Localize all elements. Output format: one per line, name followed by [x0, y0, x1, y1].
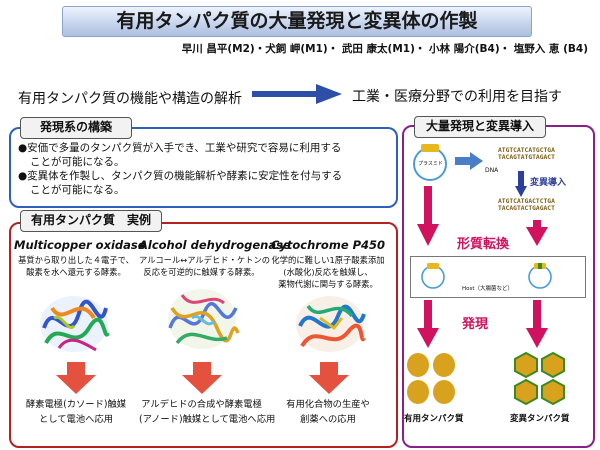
bullet-line: ことが可能になる。: [30, 184, 125, 196]
host-cell-box: [410, 256, 586, 298]
protein-product-icon: [407, 353, 455, 404]
mutant-protein-product-icon: [514, 352, 565, 406]
transformation-label: 形質転換: [457, 237, 510, 252]
down-arrow-icon: [417, 186, 439, 246]
expression-section-title: 発現系の構築: [20, 117, 132, 139]
bullet-dot: ●: [18, 170, 28, 182]
goal-heading: 工業・医療分野での利用を目指す: [352, 89, 562, 105]
down-arrow-icon: [309, 362, 349, 394]
bullet-item: ●安価で多量のタンパク質が入手でき、工業や研究で容易に利用する ことが可能になる…: [18, 141, 341, 169]
protein-name: Multicopper oxidase: [14, 238, 146, 252]
flow-arrow-icon: [252, 84, 342, 104]
examples-section: [9, 222, 398, 448]
bullet-item: ●変異体を作製し、タンパク質の機能解析や酵素に安定性を付与する ことが可能になる…: [18, 169, 342, 197]
author-list: 早川 昌平(M2)・犬飼 岬(M1)・ 武田 康太(M1)・ 小林 陽介(B4)…: [181, 43, 588, 55]
down-arrow-icon: [526, 300, 548, 348]
analysis-heading: 有用タンパク質の機能や構造の解析: [18, 91, 242, 107]
protein-structure-icon: [296, 296, 366, 352]
protein-description: 化学的に難しい1原子酸素添加(水酸化)反応を触媒し、薬物代謝に関与する酵素。: [271, 255, 385, 289]
mutant-plasmid-icon: [528, 263, 552, 289]
down-arrow-icon: [182, 362, 222, 394]
application-text: アルデヒドの合成や酵素電極(アノード)触媒として電池へ応用: [139, 399, 276, 425]
plasmid-icon: [413, 144, 447, 181]
examples-section-title: 有用タンパク質 実例: [20, 210, 162, 232]
mutagenesis-panel-title: 大量発現と変異導入: [414, 116, 546, 138]
down-arrow-icon: [56, 362, 96, 394]
down-arrow-icon: [515, 171, 527, 197]
application-text: 有用化合物の生産や創薬への応用: [286, 399, 370, 425]
mutation-label: 変異導入: [530, 178, 567, 188]
expression-label: 発現: [462, 317, 489, 332]
protein-structure-icon: [168, 289, 240, 349]
plasmid-icon: [421, 263, 445, 289]
bullet-line: ことが可能になる。: [30, 156, 125, 168]
protein-description: アルコール↔アルデヒド・ケトンの反応を可逆的に触媒する酵素。: [139, 255, 271, 277]
useful-protein-label: 有用タンパク質: [404, 414, 464, 424]
down-arrow-icon: [417, 300, 439, 348]
down-arrow-icon: [526, 220, 548, 246]
expression-section: [9, 127, 398, 208]
bullet-dot: ●: [18, 142, 28, 154]
protein-name: Alcohol dehydrogenase: [139, 238, 291, 252]
protein-description: 基質から取り出した４電子で、酸素を水へ還元する酵素。: [18, 255, 134, 277]
page-title: 有用タンパク質の大量発現と変異体の作製: [62, 6, 532, 37]
protein-name: Cytochrome P450: [270, 238, 386, 252]
right-arrow-icon: [455, 152, 483, 170]
protein-structure-icon: [40, 296, 110, 352]
bullet-line: 安価で多量のタンパク質が入手でき、工業や研究で容易に利用する: [27, 142, 342, 154]
plasmid-label: プラスミド: [418, 161, 443, 167]
bullet-line: 変異体を作製し、タンパク質の機能解析や酵素に安定性を付与する: [27, 170, 343, 182]
dna-label: DNA: [485, 167, 499, 174]
application-text: 酵素電極(カソード)触媒として電池へ応用: [25, 399, 127, 425]
mutant-protein-label: 変異タンパク質: [510, 414, 570, 424]
host-label: Host（大腸菌など）: [462, 286, 514, 292]
